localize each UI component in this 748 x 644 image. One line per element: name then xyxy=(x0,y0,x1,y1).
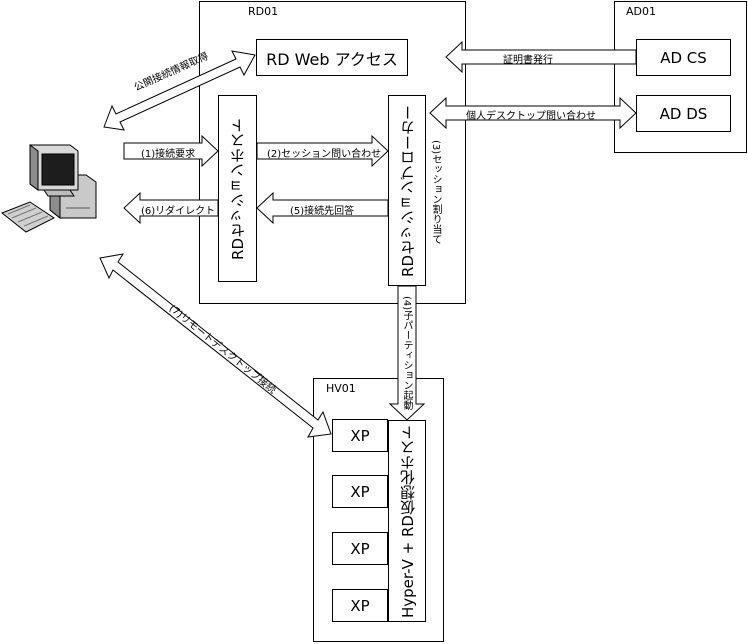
ad-ds-box: AD DS xyxy=(636,95,731,132)
ad-cs-box: AD CS xyxy=(636,39,731,76)
arrow-personal-desktop xyxy=(429,96,637,130)
server-ad01-label: AD01 xyxy=(626,5,656,18)
arrow-step7 xyxy=(99,253,332,438)
arrow-step1 xyxy=(123,134,219,168)
arrow-cert xyxy=(445,40,637,74)
session-host-box: RDセッションホスト xyxy=(218,95,257,282)
label-step4: (4)子パーティション起動 xyxy=(399,296,415,410)
vm-xp-3: XP xyxy=(332,532,388,565)
label-cert: 証明書発行 xyxy=(503,55,553,66)
arrow-step4 xyxy=(388,285,426,421)
label-personal-desktop: 個人デスクトップ問い合わせ xyxy=(466,111,596,122)
vm-xp-4: XP xyxy=(332,589,388,622)
label-step3-text: (3)セッション割り当て xyxy=(430,140,441,245)
label-step4-text: (4)子パーティション起動 xyxy=(401,296,412,411)
label-step1: (1)接続要求 xyxy=(141,149,196,160)
session-broker-box: RDセッションブローカー xyxy=(388,95,426,286)
vm-xp-2: XP xyxy=(332,475,388,508)
arrow-step6 xyxy=(123,191,219,225)
label-step5: (5)接続先回答 xyxy=(290,206,355,217)
server-hv01-label: HV01 xyxy=(326,382,356,395)
arrow-public-info xyxy=(103,50,256,131)
hyperv-host-box: Hyper-V + RD仮想化ホスト xyxy=(388,420,426,622)
desktop-computer-icon xyxy=(1,144,97,233)
rd-web-access-box: RD Web アクセス xyxy=(256,39,408,76)
arrow-step2 xyxy=(256,134,389,168)
label-step6: (6)リダイレクト xyxy=(141,206,216,217)
vm-xp-1: XP xyxy=(332,419,388,452)
server-rd01-label: RD01 xyxy=(248,5,279,18)
label-step3: (3)セッション割り当て xyxy=(428,140,444,244)
label-step2: (2)セッション問い合わせ xyxy=(267,149,382,160)
arrow-step5 xyxy=(256,191,389,225)
